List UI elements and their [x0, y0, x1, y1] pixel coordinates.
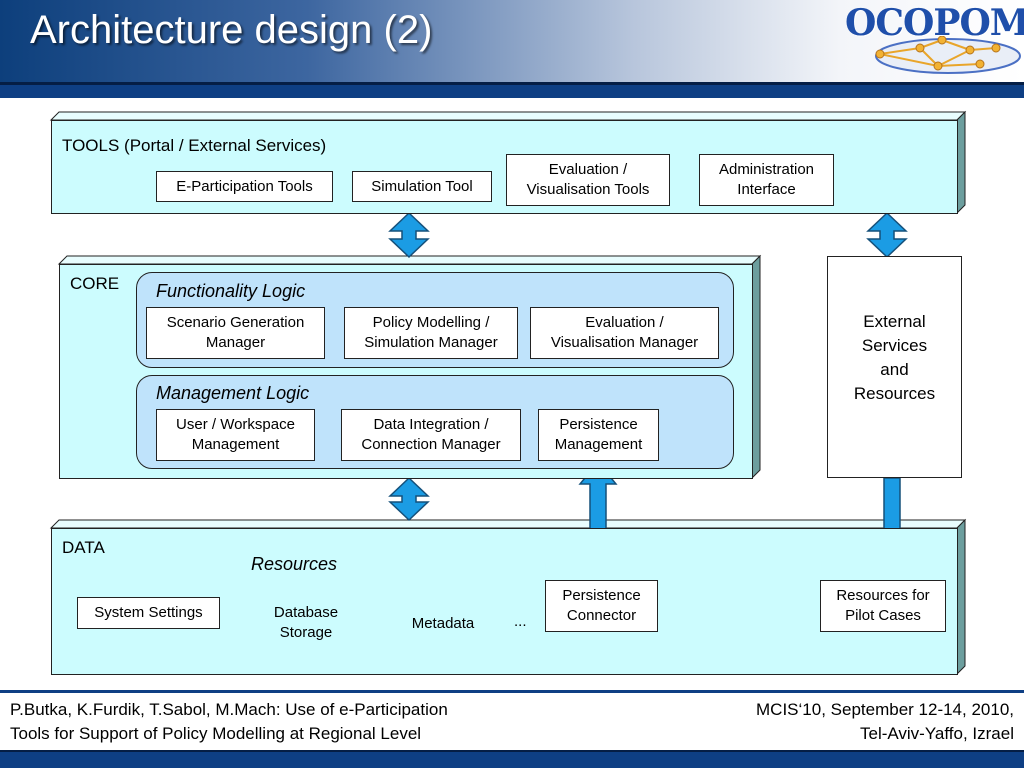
- functionality-logic-label: Functionality Logic: [156, 281, 306, 301]
- header-background: [0, 0, 1024, 88]
- persistence-management-box: Persistence Management: [538, 409, 659, 461]
- footer-citation: P.Butka, K.Furdik, T.Sabol, M.Mach: Use …: [10, 700, 448, 743]
- system-settings-box: System Settings: [77, 597, 220, 629]
- policy-modelling-simulation-manager-box: Policy Modelling / Simulation Manager: [344, 307, 518, 359]
- tools-external-arrow: [866, 211, 908, 259]
- external-services-box: External Services and Resources: [827, 256, 962, 478]
- scenario-generation-manager-box: Scenario Generation Manager: [146, 307, 325, 359]
- metadata-label: Metadata: [411, 615, 475, 632]
- database-storage-label: Database Storage: [273, 604, 339, 641]
- evaluation-visualisation-tools-box: Evaluation / Visualisation Tools: [506, 154, 670, 206]
- evaluation-visualisation-manager-box: Evaluation / Visualisation Manager: [530, 307, 719, 359]
- core-layer-label: CORE: [70, 274, 120, 293]
- data-integration-connection-manager-box: Data Integration / Connection Manager: [341, 409, 521, 461]
- tools-core-arrow: [388, 211, 430, 259]
- management-logic-label: Management Logic: [156, 383, 310, 403]
- footer-conference: MCIS‘10, September 12-14, 2010, Tel-Aviv…: [756, 700, 1014, 743]
- data-layer-label: DATA: [62, 538, 105, 557]
- more-resources-ellipsis: ...: [514, 613, 527, 630]
- logo-text: OCOPOMO: [845, 2, 1024, 44]
- header-rule: [0, 82, 1024, 98]
- resources-label: Resources: [251, 554, 338, 574]
- footer-bar: [0, 750, 1024, 768]
- ocopomo-logo: [875, 35, 1021, 74]
- persistence-connector-box: Persistence Connector: [545, 580, 658, 632]
- footer-rule: [0, 690, 1024, 693]
- slide-title: Architecture design (2): [30, 8, 433, 52]
- simulation-tool-box: Simulation Tool: [352, 171, 492, 202]
- tools-layer-label: TOOLS (Portal / External Services): [62, 136, 327, 155]
- administration-interface-box: Administration Interface: [699, 154, 834, 206]
- resources-for-pilot-cases-box: Resources for Pilot Cases: [820, 580, 946, 632]
- user-workspace-management-box: User / Workspace Management: [156, 409, 315, 461]
- core-data-arrow: [388, 476, 430, 522]
- e-participation-tools-box: E-Participation Tools: [156, 171, 333, 202]
